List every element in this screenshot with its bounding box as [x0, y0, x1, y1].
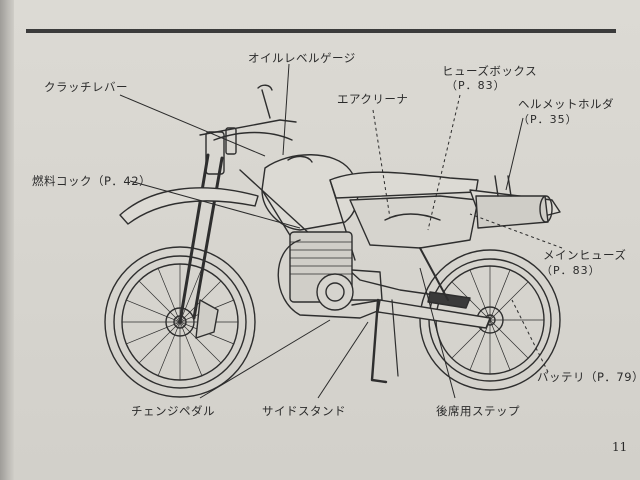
label-clutch-lever: クラッチレバー [44, 80, 128, 94]
label-pillion-step: 後席用ステップ [436, 404, 520, 418]
header-rule [26, 29, 616, 33]
label-side-stand: サイドスタンド [262, 404, 346, 418]
label-fuse-box-ref: （P．83） [446, 79, 506, 92]
engine-block [289, 231, 383, 311]
label-fuse-box: ヒューズボックス [442, 64, 538, 78]
label-fuel-cock: 燃料コック（P．42） [32, 174, 152, 188]
label-battery: バッテリ（P．79） [537, 370, 640, 384]
rear-wheel [419, 249, 561, 391]
page-binding-shadow [0, 0, 14, 480]
label-main-fuse-ref: （P．83） [541, 264, 601, 277]
label-change-pedal: チェンジペダル [131, 404, 215, 418]
label-helmet-holder-ref: （P．35） [518, 113, 578, 126]
label-helmet-holder: ヘルメットホルダ [518, 97, 614, 111]
page-number: 11 [612, 440, 628, 454]
label-oil-level-gauge: オイルレベルゲージ [248, 51, 356, 65]
label-main-fuse: メインヒューズ [543, 248, 627, 262]
label-air-cleaner: エアクリーナ [337, 92, 409, 106]
